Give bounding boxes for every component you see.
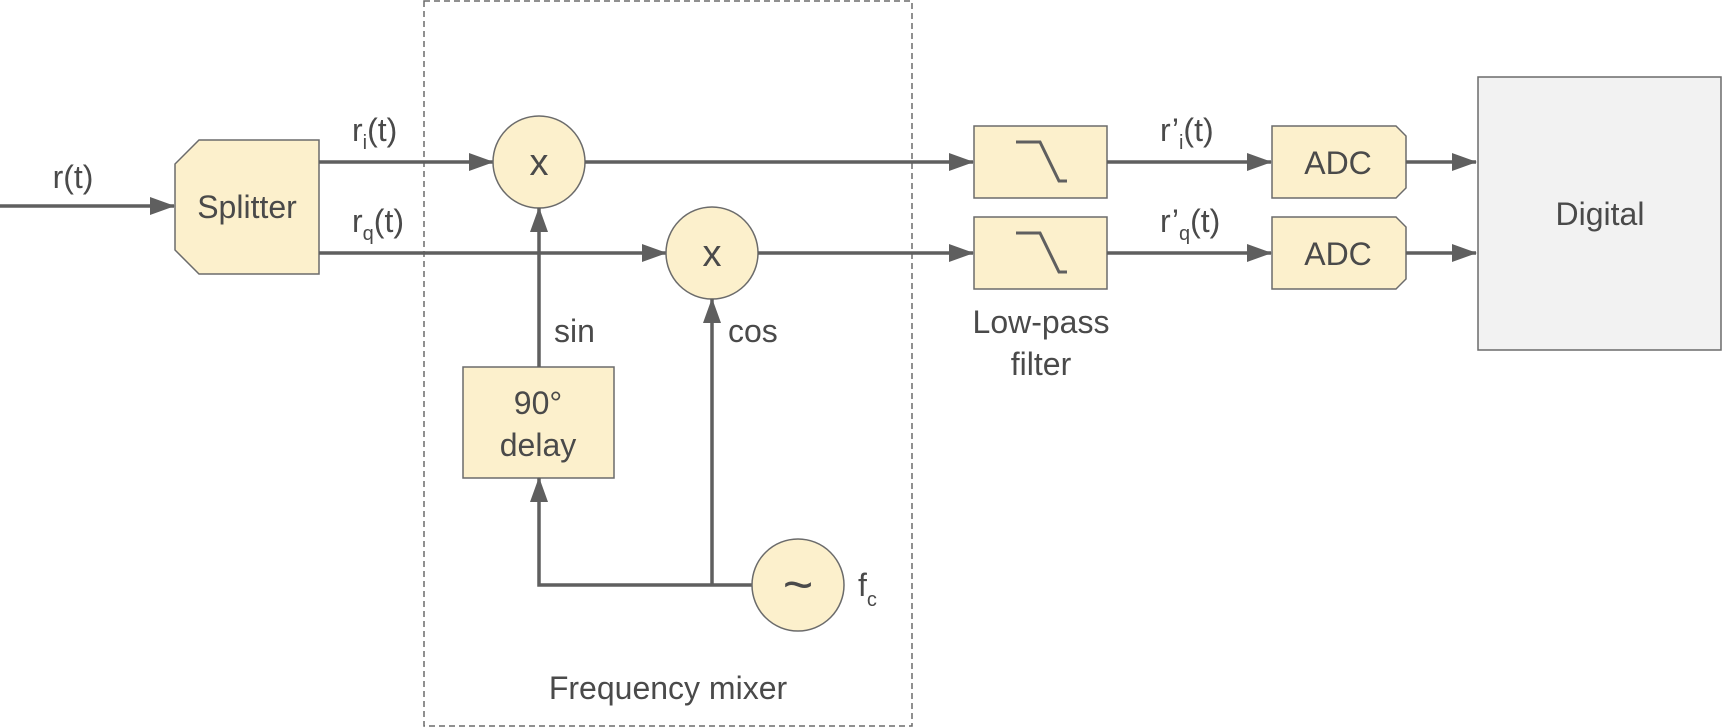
oscillator-symbol: ~ <box>783 556 813 614</box>
cos-label: cos <box>728 313 778 349</box>
ri-prime-signal-label: r’i(t) <box>1160 112 1214 154</box>
delay-label-line2: delay <box>500 427 577 463</box>
low-pass-filter-icon <box>1016 231 1067 274</box>
oscillator-to-delay-wire <box>530 477 752 587</box>
adc-i-block <box>1271 125 1407 199</box>
input-signal-label: r(t) <box>53 159 94 195</box>
oscillator-frequency-label: fc <box>858 567 877 611</box>
adc-q-label: ADC <box>1304 236 1372 272</box>
delay-label-line1: 90° <box>514 385 562 421</box>
digital-block <box>1477 76 1722 351</box>
low-pass-label-line1: Low-pass <box>973 304 1110 340</box>
adc-i-label: ADC <box>1304 145 1372 181</box>
rq-prime-signal-label: r’q(t) <box>1160 203 1220 245</box>
sin-label: sin <box>554 313 595 349</box>
digital-label: Digital <box>1556 196 1645 232</box>
multiplier-q-symbol: x <box>703 233 722 275</box>
frequency-mixer-frame <box>423 0 913 727</box>
adc-q-block <box>1271 216 1407 290</box>
ri-signal-label: ri(t) <box>352 112 397 154</box>
rq-signal-label: rq(t) <box>352 203 404 245</box>
low-pass-label-line2: filter <box>1011 346 1072 382</box>
low-pass-filter-i-block <box>973 125 1108 199</box>
splitter-block <box>174 139 320 275</box>
sine-wave-icon <box>751 538 845 632</box>
multiplier-i-symbol: x <box>530 142 549 184</box>
frequency-mixer-label: Frequency mixer <box>549 670 788 706</box>
low-pass-filter-q-block <box>973 216 1108 290</box>
low-pass-filter-icon <box>1016 140 1067 183</box>
splitter-label: Splitter <box>197 189 297 225</box>
